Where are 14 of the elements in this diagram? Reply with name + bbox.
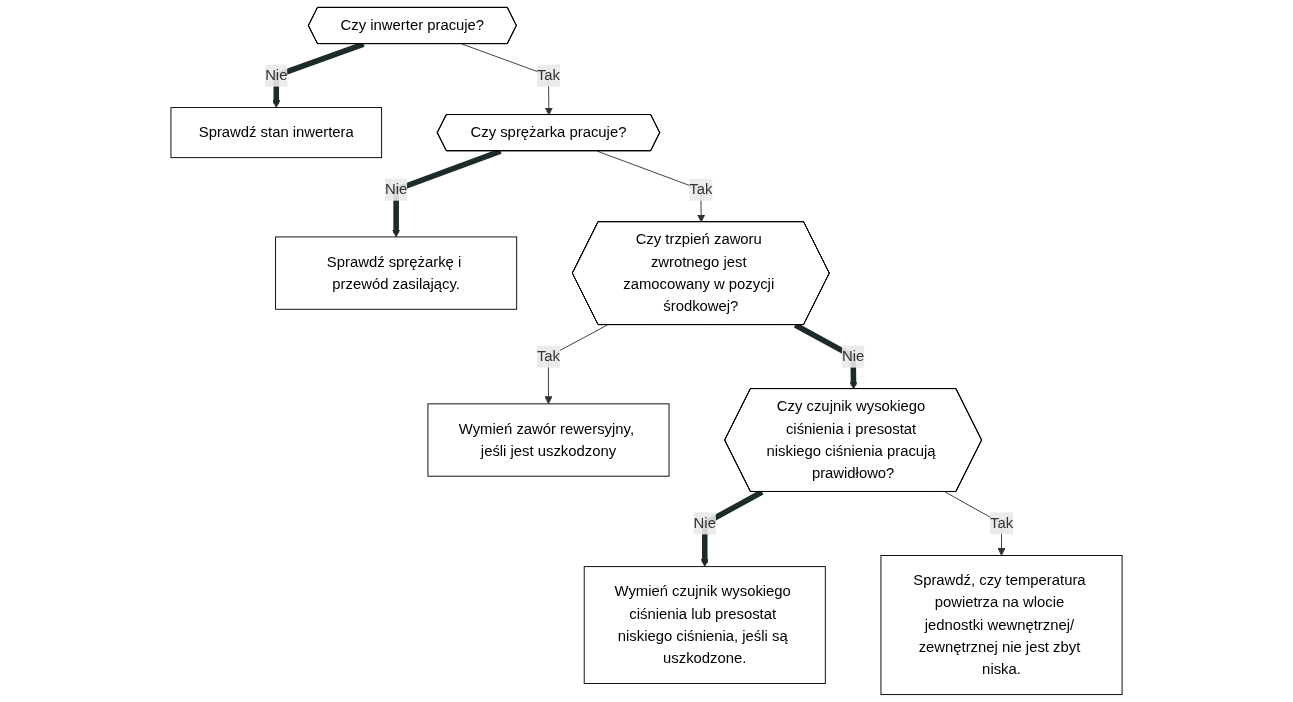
edge-label: Nie xyxy=(842,348,865,364)
node-box: Sprawdź stan inwertera xyxy=(170,107,383,159)
edge-label: Tak xyxy=(536,348,561,364)
edge-label: Tak xyxy=(536,67,561,83)
edge-label: Tak xyxy=(989,515,1014,531)
arrow xyxy=(793,322,858,390)
edge-label: Nie xyxy=(384,181,408,198)
node-box: Sprawdź sprężarkę i przewód zasilający. xyxy=(275,236,518,310)
edge-label: Tak xyxy=(689,181,713,198)
node-box: Sprawdź, czy temperatura powietrza na wlocie jednostki wewnętrznej/ zewnętrznej nie jest zbyt niska. xyxy=(880,555,1123,696)
node-box: Wymień zawór rewersyjny, jeśli jest uszkodzony xyxy=(427,403,670,477)
edge-label: Nie xyxy=(693,515,716,531)
node-box: Wymień czujnik wysokiego ciśnienia lub presostat niskiego ciśnienia, jeśli są uszkodzone. xyxy=(583,566,826,684)
edge-label: Nie xyxy=(265,67,288,83)
